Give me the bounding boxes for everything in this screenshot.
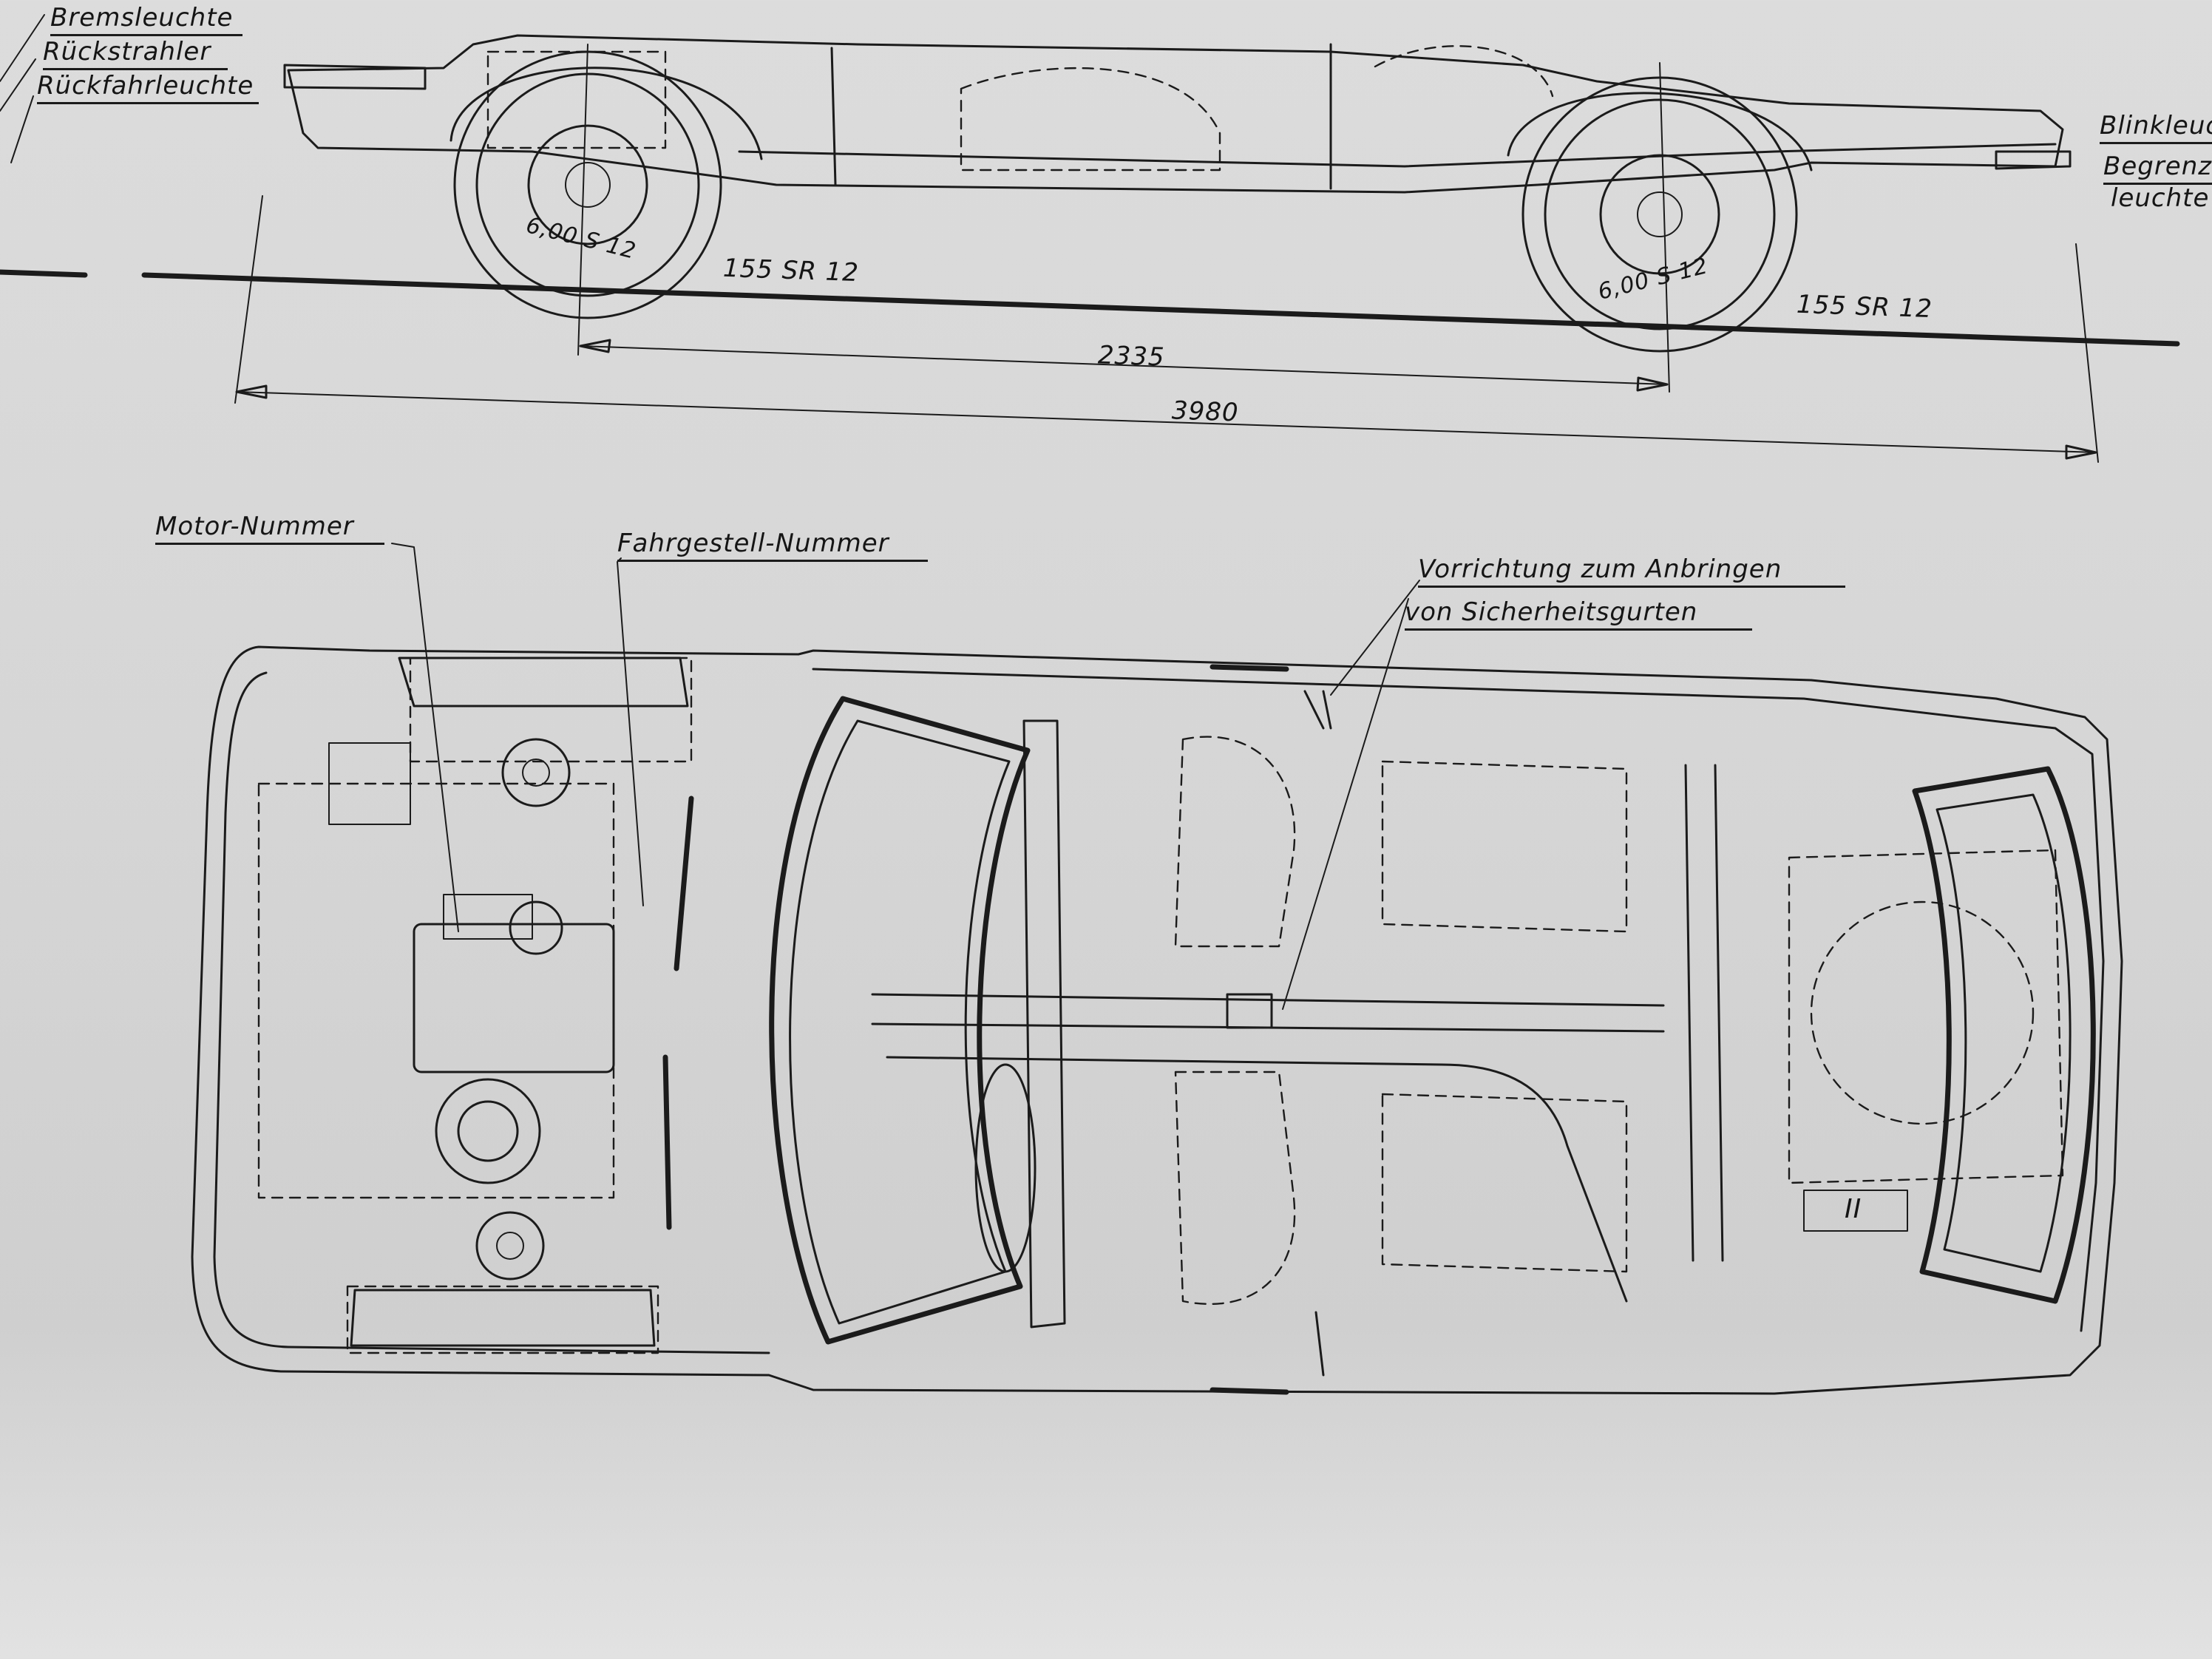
wheelbase-arrow-left: [579, 339, 611, 353]
radial-label-front: 155 SR 12: [1796, 289, 1933, 325]
rear-wheel: [453, 50, 722, 319]
plan-body-outline: [191, 645, 2123, 1395]
plan-rear-bumper: [398, 657, 689, 708]
plan-seat-right: [1174, 1071, 1296, 1306]
plan-drive-shaft: [871, 993, 1665, 1033]
plan-mark-box: [1803, 1190, 1908, 1232]
side-bumper-front: [1995, 150, 2072, 170]
dim-wheelbase: 2335: [1097, 340, 1166, 373]
length-arrow-left: [235, 384, 268, 399]
wheelbase-dim-line: [580, 345, 1668, 385]
label-motor-nummer: Motor-Nummer: [155, 512, 384, 545]
wheelbase-arrow-right: [1636, 376, 1669, 392]
side-ghost-engine: [486, 50, 667, 149]
callout-vorrichtung-2: [1282, 598, 1409, 1010]
length-dim-line: [236, 391, 2097, 453]
plan-door-handle-bottom: [1210, 1387, 1289, 1395]
plan-drive-shaft-lower: [886, 1056, 1628, 1303]
label-bremsleuchte: Bremsleuchte: [50, 3, 242, 36]
length-arrow-right: [2065, 444, 2097, 460]
side-sill: [738, 143, 2057, 168]
plan-seat-left: [1174, 736, 1296, 948]
callout-left-2: [0, 58, 36, 112]
plan-rear-window-inner: [1936, 793, 2072, 1273]
plan-steering-wheel: [974, 1063, 1037, 1273]
ext-line-rear-axle: [577, 44, 588, 356]
plan-spare-wheel-circle: [1810, 900, 2035, 1125]
callout-fahrgestell-nummer: [617, 557, 644, 906]
label-begrenzungsleuchte-1: Begrenz: [2103, 152, 2212, 185]
plan-belt-anchor-bottom: [1314, 1311, 1325, 1377]
ground-line: [141, 272, 2180, 347]
plan-radiator-strip-2: [662, 1054, 672, 1230]
label-rueckfahrleuchte: Rückfahrleuchte: [37, 71, 259, 104]
callout-left-1: [0, 14, 45, 82]
plan-belt-anchor-top: [1303, 690, 1332, 730]
plan-radiator-strip-1: [674, 795, 694, 971]
label-vorrichtung-line1: Vorrichtung zum Anbringen: [1418, 554, 1845, 588]
plan-engine: [257, 742, 615, 1199]
label-rueckstrahler: Rückstrahler: [43, 37, 228, 70]
plan-rear-bench: [1381, 760, 1628, 1273]
front-wheel-arch: [1507, 92, 1813, 172]
side-bumper-rear: [283, 64, 427, 90]
ext-line-front-end: [2075, 243, 2099, 463]
ext-line-rear-end: [234, 195, 263, 404]
plan-windscreen: [769, 696, 1031, 1345]
callout-motor-nummer: [391, 543, 459, 932]
side-ghost-seat: [960, 67, 1221, 172]
ground-line-left-stub: [0, 269, 88, 278]
rear-wheel-arch: [449, 67, 763, 160]
side-view: [0, 14, 2180, 463]
plan-tunnel-housing: [1226, 993, 1273, 1029]
plan-spare-wheel: [1788, 849, 2064, 1184]
mark-roman-two: II: [1845, 1194, 1862, 1224]
callout-vorrichtung-1: [1330, 580, 1420, 696]
side-body-outline: [287, 34, 2064, 194]
plan-rear-window: [1912, 766, 2096, 1304]
label-fahrgestell-nummer: Fahrgestell-Nummer: [617, 529, 928, 562]
plan-view: [191, 543, 2123, 1395]
plan-rear-bumper-lower: [350, 1289, 656, 1347]
plan-door-handle-top: [1210, 664, 1289, 672]
front-wheel: [1521, 76, 1798, 353]
plan-rear-axle: [1684, 764, 1724, 1262]
label-blinkleuchte: Blinkleuc: [2100, 111, 2212, 144]
plan-wheel-rear-left: [409, 657, 693, 807]
side-ghost-spare: [1374, 45, 1554, 98]
plan-wheel-rear-right: [346, 1211, 659, 1354]
ext-line-front-axle: [1659, 62, 1670, 393]
plan-windscreen-inner: [789, 719, 1011, 1325]
label-vorrichtung-line2: von Sicherheitsgurten: [1405, 597, 1752, 631]
callout-left-3: [10, 95, 34, 163]
label-begrenzungsleuchte-2: leuchte: [2111, 183, 2210, 213]
plan-body-inner: [213, 668, 2105, 1354]
dim-overall-length: 3980: [1171, 396, 1240, 428]
side-door-frame: [830, 43, 1332, 190]
plan-b-pillar: [1022, 719, 1066, 1329]
radial-label-rear: 155 SR 12: [722, 253, 860, 288]
